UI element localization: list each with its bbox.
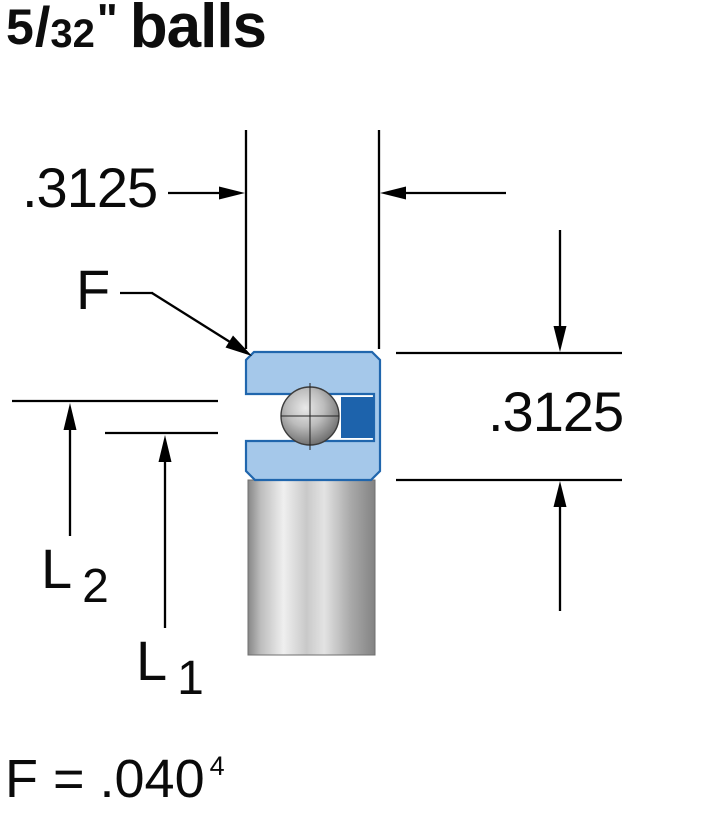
seal-section	[341, 397, 374, 438]
width-arrow-left	[219, 186, 245, 200]
l2-arrow	[63, 403, 77, 430]
l1-subscript: 1	[177, 652, 204, 705]
inch-mark-icon: "	[96, 0, 118, 44]
l2-letter: L	[41, 537, 73, 600]
l1-letter: L	[136, 629, 168, 692]
ball-size-denominator: 32	[50, 12, 95, 56]
chamfer-label: F	[76, 258, 111, 321]
l2-subscript: 2	[82, 560, 109, 613]
equation-footnote: 4	[209, 751, 225, 781]
inner-ring-cylinder	[247, 479, 376, 656]
height-arrow-up	[553, 481, 567, 507]
f-leader-diagonal	[151, 292, 231, 343]
width-arrow-right	[380, 186, 406, 200]
l1-arrow	[158, 435, 172, 462]
bearing-ring-section	[244, 350, 382, 482]
fraction-slash: /	[34, 0, 51, 58]
height-dimension-value: .3125	[488, 380, 624, 443]
title-word: balls	[129, 0, 267, 61]
height-arrow-down	[553, 326, 567, 352]
width-dimension-value: .3125	[22, 156, 158, 219]
equation-text: F = .040	[5, 749, 205, 809]
page-title: 5 / 32 " balls	[6, 0, 267, 61]
ball-size-numerator: 5	[6, 0, 34, 55]
f-leader-arrow	[225, 335, 252, 356]
